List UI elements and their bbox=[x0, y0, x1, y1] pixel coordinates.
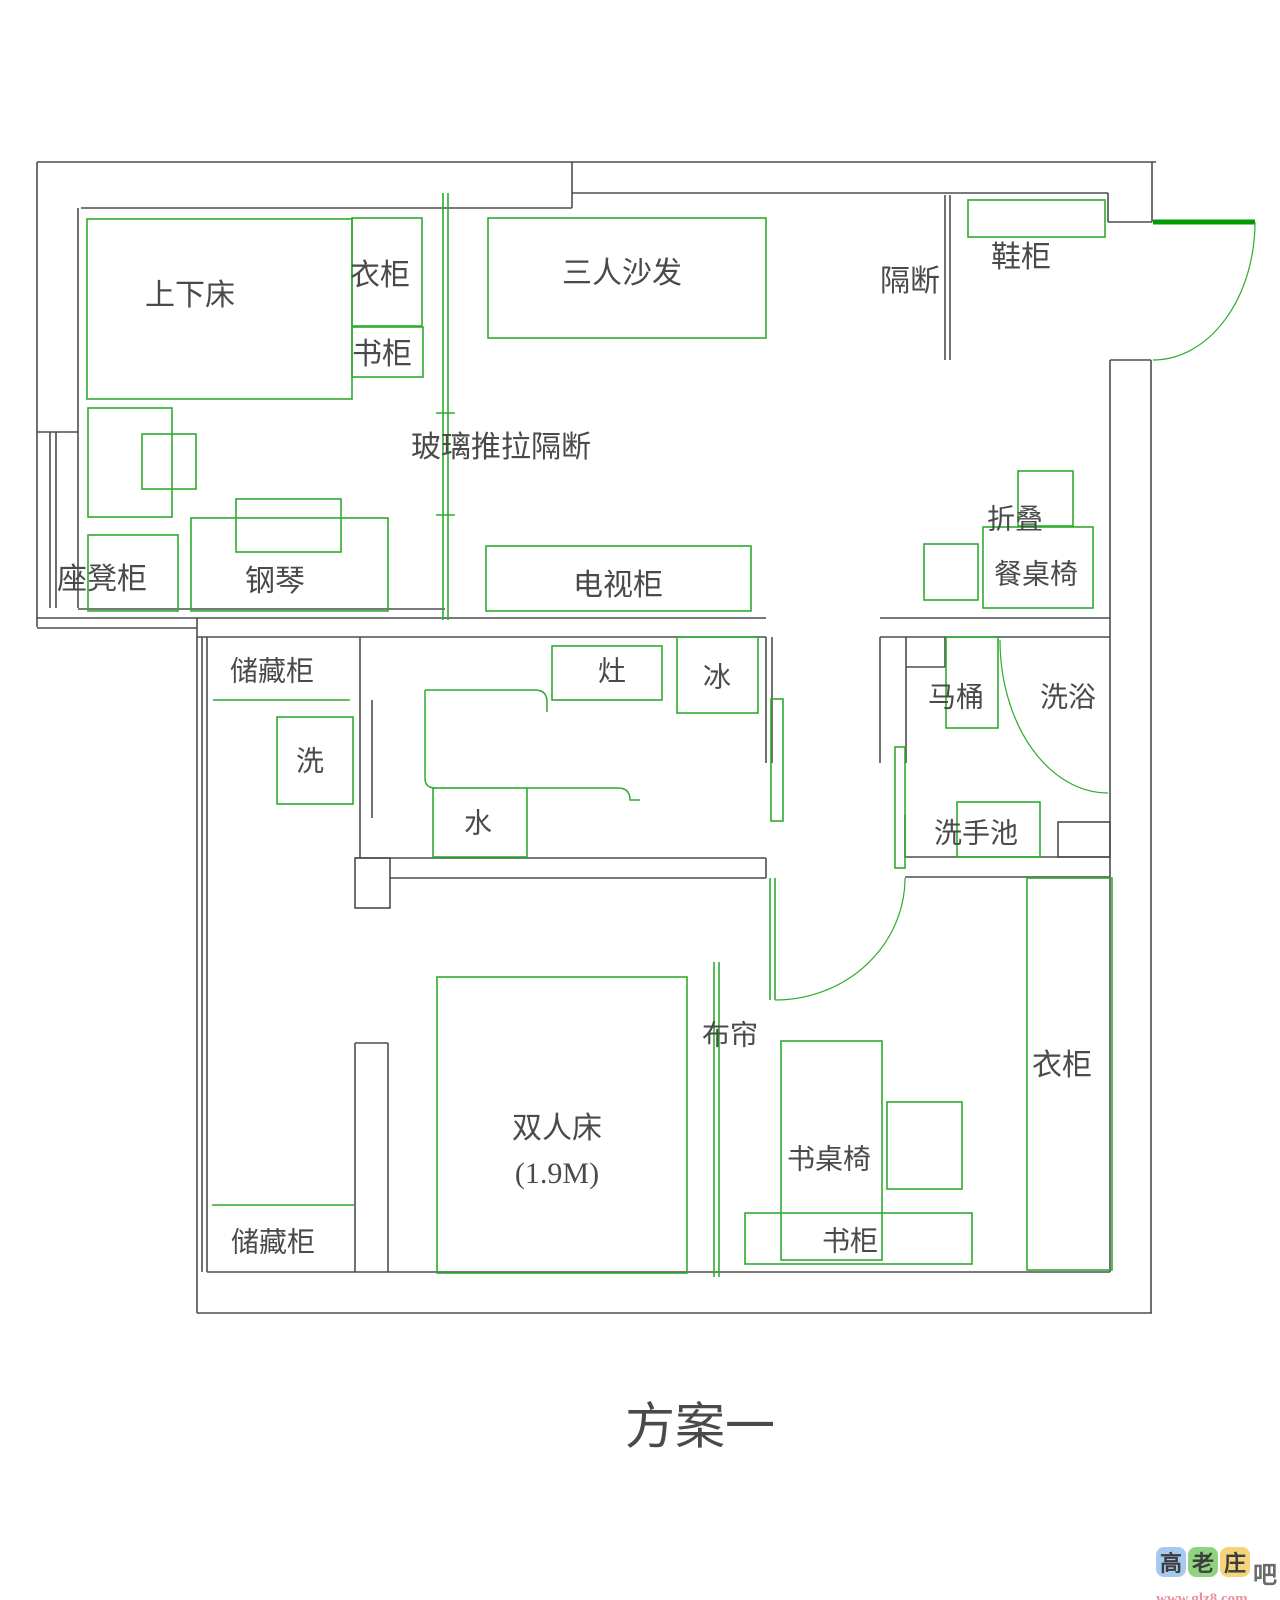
bookcase-bottom-label: 书柜 bbox=[822, 1225, 878, 1257]
stove-label: 灶 bbox=[598, 655, 626, 687]
glass-partition-label: 玻璃推拉隔断 bbox=[411, 431, 591, 464]
wall-stub-block bbox=[354, 857, 391, 909]
washer bbox=[276, 716, 354, 805]
shoe-cabinet-label: 鞋柜 bbox=[991, 241, 1051, 274]
curtain-label: 布帘 bbox=[702, 1019, 758, 1051]
double-bed-size-label: (1.9M) bbox=[515, 1157, 599, 1190]
basin bbox=[956, 801, 1041, 858]
cabinet-b bbox=[141, 433, 197, 490]
piano-keyboard bbox=[235, 498, 342, 553]
double-bed-label: 双人床 bbox=[512, 1112, 602, 1145]
shower-arc bbox=[999, 639, 1109, 794]
desk-chair bbox=[886, 1101, 963, 1190]
piano-label: 钢琴 bbox=[245, 565, 305, 598]
dining-chair-left bbox=[923, 543, 979, 601]
toilet bbox=[945, 636, 999, 729]
wardrobe-right-label: 衣柜 bbox=[1032, 1049, 1092, 1082]
counter-strip bbox=[770, 698, 784, 822]
tv-cabinet-label: 电视柜 bbox=[573, 569, 663, 602]
storage-top-label: 储藏柜 bbox=[230, 655, 314, 687]
stool-cabinet bbox=[87, 534, 179, 612]
folding-table-label-line1: 折叠 bbox=[987, 503, 1043, 535]
watermark-tile: 高 bbox=[1156, 1547, 1186, 1577]
cabinet-a bbox=[87, 407, 173, 518]
plan-title: 方案一 bbox=[625, 1398, 775, 1454]
watermark-tile: 老 bbox=[1188, 1547, 1218, 1577]
watermark-suffix: 吧 bbox=[1253, 1563, 1277, 1589]
toilet-label: 马桶 bbox=[928, 681, 984, 713]
kitchen-counter-right bbox=[527, 787, 640, 801]
fridge-label: 冰 bbox=[703, 661, 731, 693]
bookcase-bottom bbox=[744, 1212, 973, 1265]
folding-table-label-line2: 餐桌椅 bbox=[994, 558, 1078, 590]
fridge bbox=[676, 636, 759, 714]
dining-chair-top bbox=[1017, 470, 1074, 527]
desk bbox=[780, 1040, 883, 1261]
wardrobe-top-label: 衣柜 bbox=[350, 259, 410, 292]
bathroom-door-leaf bbox=[894, 746, 906, 869]
wardrobe-top bbox=[351, 217, 423, 327]
tv-cabinet bbox=[485, 545, 752, 612]
watermark-url: www.glz8.com bbox=[1156, 1591, 1248, 1600]
watermark: 高老庄吧 www.glz8.com bbox=[1156, 1547, 1280, 1600]
dining-table bbox=[982, 526, 1094, 609]
bookcase-top-label: 书柜 bbox=[352, 338, 412, 371]
kitchen-counter-left bbox=[424, 690, 436, 789]
shoe-cabinet bbox=[967, 199, 1106, 238]
sink bbox=[432, 787, 528, 858]
double-bed bbox=[436, 976, 688, 1274]
stove bbox=[551, 645, 663, 701]
piano-body bbox=[190, 517, 389, 612]
bedroom-door-arc bbox=[774, 877, 906, 1001]
bookcase-top bbox=[351, 326, 424, 378]
bunk-bed-label: 上下床 bbox=[145, 279, 235, 312]
storage-bottom-label: 储藏柜 bbox=[231, 1226, 315, 1258]
wardrobe-right bbox=[1026, 877, 1113, 1271]
desk-chair-label: 书桌椅 bbox=[787, 1143, 871, 1175]
sink-label: 水 bbox=[464, 807, 492, 839]
bathroom-corner-block bbox=[1057, 821, 1111, 858]
sofa bbox=[487, 217, 767, 339]
partition-label: 隔断 bbox=[880, 265, 940, 298]
sofa-label: 三人沙发 bbox=[562, 257, 682, 290]
watermark-tiles: 高老庄吧 bbox=[1156, 1547, 1280, 1590]
washer-label: 洗 bbox=[296, 745, 324, 777]
entrance-door-arc bbox=[1152, 221, 1256, 361]
basin-label: 洗手池 bbox=[934, 817, 1018, 849]
shower-label: 洗浴 bbox=[1040, 681, 1096, 713]
stool-cabinet-label: 座凳柜 bbox=[57, 563, 147, 596]
kitchen-counter-front bbox=[425, 689, 548, 712]
watermark-tile: 庄 bbox=[1220, 1547, 1250, 1577]
